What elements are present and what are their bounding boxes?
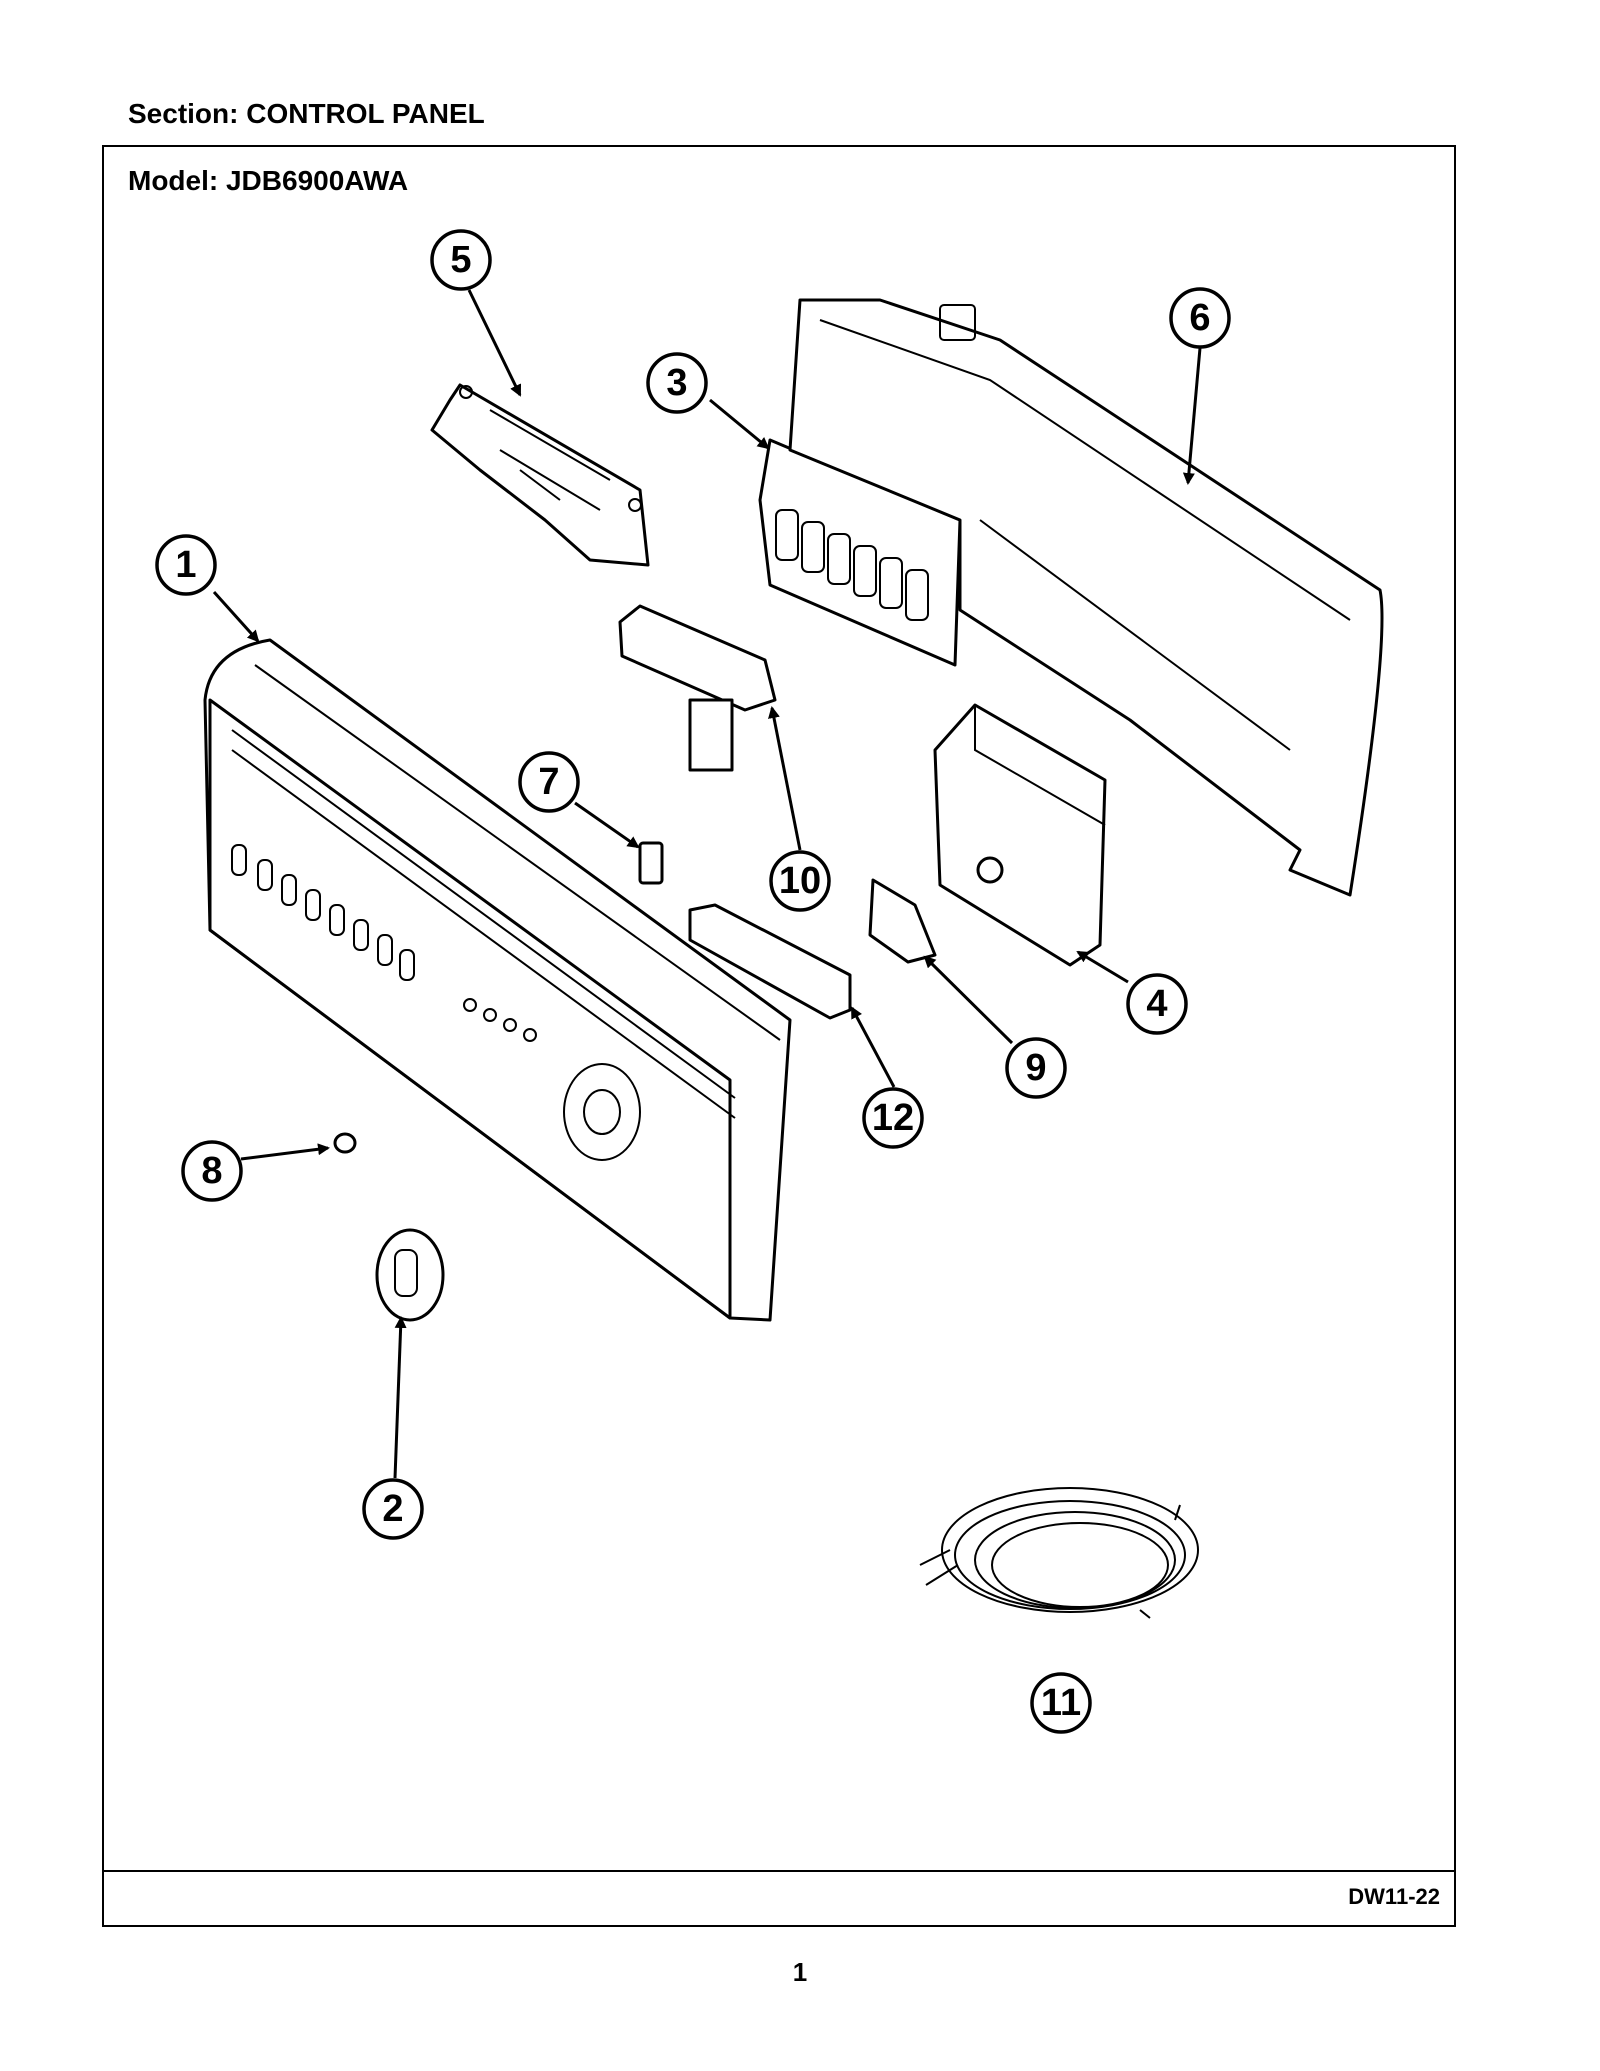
footer-divider	[104, 1870, 1454, 1872]
svg-text:4: 4	[1146, 983, 1167, 1025]
callout-3: 3	[646, 352, 708, 414]
callout-4: 4	[1126, 973, 1188, 1035]
section-title: Section: CONTROL PANEL	[128, 98, 485, 129]
timer-part	[933, 703, 1107, 967]
bracket-part	[430, 383, 650, 567]
callout-10: 10	[769, 850, 831, 912]
svg-text:8: 8	[201, 1150, 222, 1192]
diagram-frame: Model: JDB6900AWA DW11-22	[102, 145, 1456, 1927]
svg-text:3: 3	[666, 362, 687, 404]
callout-7: 7	[518, 751, 580, 813]
callout-9: 9	[1005, 1037, 1067, 1099]
panel-buttons	[231, 844, 415, 981]
knob-part	[375, 1228, 445, 1322]
clip-part	[333, 1132, 357, 1154]
micro-switch-part	[868, 878, 937, 964]
svg-text:12: 12	[872, 1097, 914, 1139]
callout-5: 5	[430, 229, 492, 291]
callout-12: 12	[862, 1087, 924, 1149]
svg-text:2: 2	[382, 1488, 403, 1530]
model-title: Model: JDB6900AWA	[128, 165, 409, 196]
svg-text:1: 1	[175, 544, 196, 586]
actuator-part	[618, 604, 777, 772]
svg-text:11: 11	[1041, 1682, 1081, 1724]
svg-text:7: 7	[538, 761, 559, 803]
wire-harness-part	[919, 1487, 1199, 1619]
small-switch-part	[638, 841, 664, 885]
svg-text:6: 6	[1189, 297, 1210, 339]
rear-housing-part	[788, 298, 1384, 897]
callout-8: 8	[181, 1140, 243, 1202]
svg-text:10: 10	[779, 860, 821, 902]
page-number: 1	[792, 1957, 808, 1987]
panel-indicator-lights	[463, 998, 537, 1042]
strip-part	[688, 903, 852, 1020]
callout-6: 6	[1169, 287, 1231, 349]
callout-2: 2	[362, 1478, 424, 1540]
panel-dial	[563, 1063, 641, 1161]
svg-text:5: 5	[450, 239, 471, 281]
control-panel-part	[203, 638, 792, 1322]
callout-11: 11	[1030, 1672, 1092, 1734]
document-code: DW11-22	[1348, 1884, 1440, 1909]
svg-text:9: 9	[1025, 1047, 1046, 1089]
callout-leaders	[212, 289, 1202, 1479]
callout-1: 1	[155, 534, 217, 596]
